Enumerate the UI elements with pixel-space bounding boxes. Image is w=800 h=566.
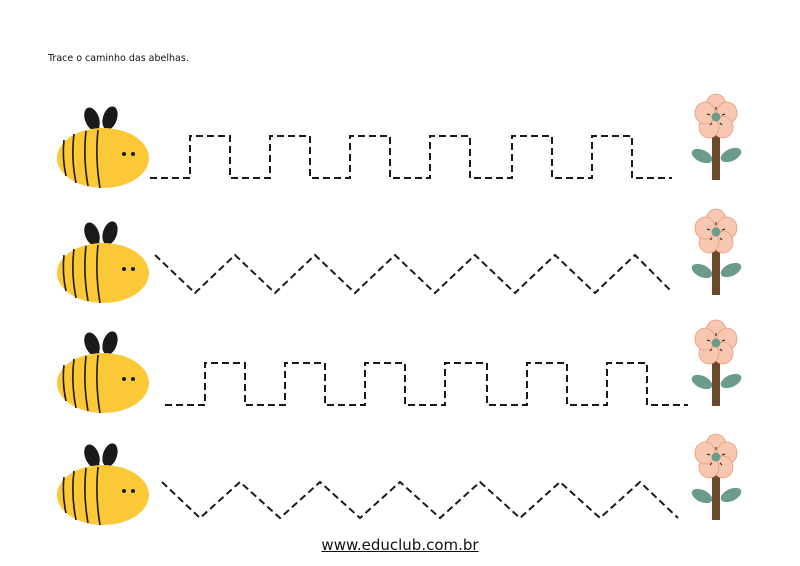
flower-icon — [688, 208, 745, 296]
tracing-path-zigzag[interactable] — [154, 253, 671, 295]
row-4 — [56, 433, 745, 526]
instruction-text: Trace o caminho das abelhas. — [48, 53, 189, 64]
bee-icon — [56, 328, 150, 414]
row-2 — [56, 208, 745, 304]
tracing-path-square[interactable] — [165, 362, 688, 406]
tracing-path-square[interactable] — [150, 135, 672, 179]
bee-icon — [56, 440, 150, 526]
footer-url-link[interactable]: www.educlub.com.br — [321, 536, 479, 554]
row-1 — [56, 93, 745, 189]
flower-icon — [688, 93, 745, 181]
flower-icon — [688, 319, 745, 407]
tracing-path-zigzag[interactable] — [161, 480, 679, 520]
bee-icon — [56, 103, 150, 189]
bee-icon — [56, 218, 150, 304]
flower-icon — [688, 433, 745, 521]
row-3 — [56, 319, 745, 414]
